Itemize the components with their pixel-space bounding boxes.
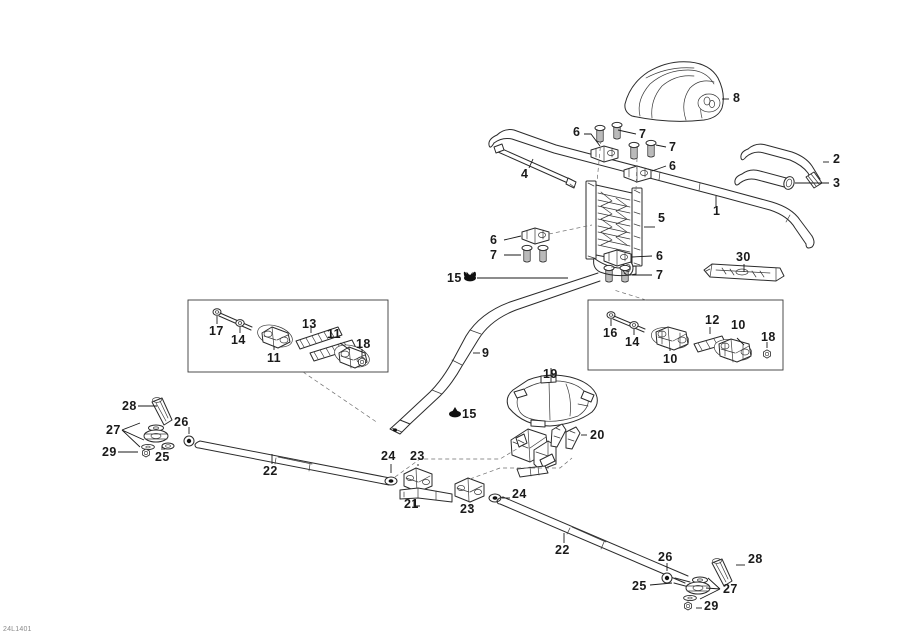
callout-2: 2 <box>833 152 841 166</box>
grease-marker-lower <box>449 407 461 418</box>
callout-7-ll: 7 <box>490 248 498 262</box>
callout-15-lower: 15 <box>462 407 477 421</box>
callout-7-lr: 7 <box>656 268 664 282</box>
callout-13: 13 <box>302 317 317 331</box>
part-22-tie-rod-right <box>496 496 689 584</box>
callout-6-ur: 6 <box>669 159 677 173</box>
callout-20: 20 <box>590 428 605 442</box>
inset-right-box <box>587 289 784 371</box>
steering-arm-assembly-left <box>118 397 195 458</box>
clamp-bolt-group-upper-left <box>584 121 637 163</box>
callout-28-right: 28 <box>748 552 763 566</box>
callout-29-left: 29 <box>102 445 117 459</box>
callout-5: 5 <box>658 211 666 225</box>
callout-24-left: 24 <box>381 449 396 463</box>
callout-28-left: 28 <box>122 399 137 413</box>
callout-26-right: 26 <box>658 550 673 564</box>
part-4-tether <box>493 143 577 189</box>
part-8-handlebar-pad <box>624 61 724 122</box>
leader-4 <box>528 158 534 169</box>
callout-18-left: 18 <box>356 337 371 351</box>
align-dash-1 <box>596 139 602 183</box>
callout-22-right: 22 <box>555 543 570 557</box>
align-dash-2 <box>635 157 638 191</box>
callout-21: 21 <box>404 497 419 511</box>
part-1-handlebar <box>488 129 815 249</box>
callout-12: 12 <box>705 313 720 327</box>
callout-22-left: 22 <box>263 464 278 478</box>
callout-27-right: 27 <box>723 582 738 596</box>
callout-1: 1 <box>713 204 721 218</box>
center-junction <box>384 446 573 509</box>
callout-17: 17 <box>209 324 224 338</box>
clamp-bolt-group-lower-left <box>503 224 593 263</box>
callout-15-upper: 15 <box>447 271 462 285</box>
steering-arm-assembly-right <box>649 558 745 611</box>
callout-7-ul: 7 <box>639 127 647 141</box>
callout-11-b: 11 <box>327 327 342 341</box>
callout-23-left: 23 <box>410 449 425 463</box>
callout-10-b: 10 <box>731 318 746 332</box>
callout-18-right: 18 <box>761 330 776 344</box>
callout-23-right: 23 <box>460 502 475 516</box>
callout-27-left: 27 <box>106 423 121 437</box>
callout-8: 8 <box>733 91 741 105</box>
inset-left-pointer <box>302 371 379 424</box>
inset-right-pointer <box>613 289 647 301</box>
callout-3: 3 <box>833 176 841 190</box>
callout-24-right: 24 <box>512 487 527 501</box>
callout-16: 16 <box>603 326 618 340</box>
part-19-boot <box>506 374 598 428</box>
callout-11-a: 11 <box>267 351 282 365</box>
part-22-tie-rod-left <box>194 440 391 486</box>
grease-marker-upper <box>463 271 476 282</box>
callout-25-right: 25 <box>632 579 647 593</box>
part-5-steering-support <box>585 180 643 277</box>
part-2-grip <box>740 143 823 189</box>
callout-14-right: 14 <box>625 335 640 349</box>
callout-30: 30 <box>736 250 751 264</box>
inset-left-box <box>187 299 389 424</box>
document-watermark: 24L1401 <box>3 626 32 633</box>
part-30-bracket <box>703 263 785 282</box>
callout-6-lr: 6 <box>656 249 664 263</box>
part-9-steering-column <box>389 272 601 435</box>
part-20-bracket <box>510 423 581 478</box>
callout-19: 19 <box>543 367 558 381</box>
callout-4: 4 <box>521 167 529 181</box>
callout-14-left: 14 <box>231 333 246 347</box>
callout-6-ul: 6 <box>573 125 581 139</box>
callout-29-right: 29 <box>704 599 719 613</box>
callout-9: 9 <box>482 346 490 360</box>
callout-10-a: 10 <box>663 352 678 366</box>
clamp-bolt-group-lower-right <box>603 249 653 283</box>
callout-26-left: 26 <box>174 415 189 429</box>
part-3-grip <box>734 169 795 190</box>
callout-25-left: 25 <box>155 450 170 464</box>
callout-6-ll: 6 <box>490 233 498 247</box>
callout-7-ur: 7 <box>669 140 677 154</box>
